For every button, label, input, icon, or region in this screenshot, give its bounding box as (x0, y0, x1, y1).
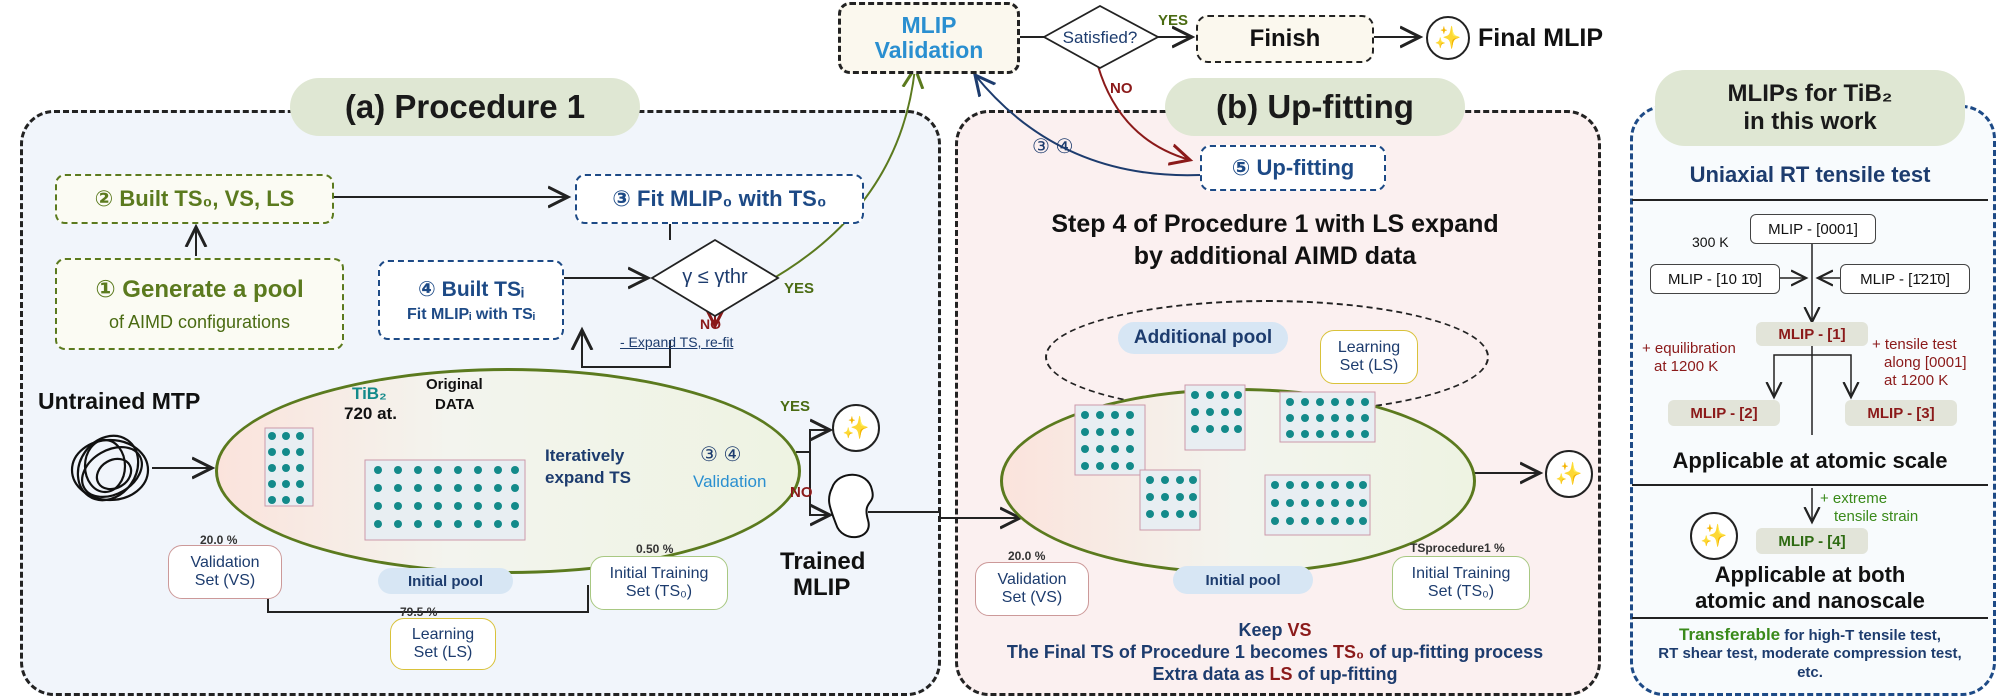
mlip-2-box: MLIP - [2] (1668, 400, 1780, 426)
extra-data-line: Extra data as LS of up-fitting (1152, 664, 1398, 684)
initial-pool-pill-b: Initial pool (1173, 566, 1313, 594)
sparkle-icon: ✨ (1545, 450, 1593, 498)
yes-label-a2: YES (780, 398, 811, 415)
mlip-0001-box: MLIP - [0001] (1750, 214, 1876, 244)
step3-label: ③ Fit MLIP₀ with TS₀ (612, 186, 827, 211)
extreme-label-2: tensile strain (1834, 508, 1919, 525)
panel-c-title: MLIPs for TiB₂ in this work (1655, 70, 1965, 146)
step4-label-1: ④ Built TSᵢ (418, 277, 524, 301)
iteratively-label-2: expand TS (545, 468, 631, 487)
iteratively-label-1: Iteratively (545, 446, 625, 465)
vs-pct-a: 20.0 % (200, 533, 238, 547)
atomic-scale-label: Applicable at atomic scale (1672, 448, 1948, 473)
tib2-label: TiB₂ (352, 384, 387, 403)
tensile-label-2: along [0001] (1884, 354, 1967, 371)
finish-label: Finish (1249, 25, 1321, 52)
validation-label-a: Validation (693, 472, 767, 491)
initial-pool-pill-a: Initial pool (378, 568, 513, 594)
no-label-a2: NO (790, 484, 813, 501)
atoms-label: 720 at. (344, 404, 397, 423)
step1-box: ① Generate a pool of AIMD configurations (55, 258, 344, 350)
panel-b-title: (b) Up-fitting (1165, 78, 1465, 136)
extreme-label-1: + extreme (1820, 490, 1888, 507)
ts-set-a: Initial Training Set (TS₀) (590, 556, 728, 610)
gamma-label: γ ≤ γthr (682, 266, 748, 288)
mlip-validation-box: MLIP Validation (838, 2, 1020, 74)
original-data-label-2: DATA (435, 396, 475, 413)
ts-set-b: Initial Training Set (TS₀) (1392, 556, 1530, 610)
vs-set-a: Validation Set (VS) (168, 545, 282, 599)
finish-box: Finish (1196, 15, 1374, 63)
tensile-label-1: + tensile test (1872, 336, 1957, 353)
step1-label-1: ① Generate a pool (95, 276, 304, 303)
trained-label-2: MLIP (793, 574, 851, 601)
mlip-validation-label-2: Validation (874, 37, 984, 63)
equil-label-1: + equilibration (1642, 340, 1736, 357)
sparkle-icon: ✨ (1690, 512, 1738, 560)
rt-tensile-heading: Uniaxial RT tensile test (1689, 162, 1931, 187)
ts-pct-b: TSprocedure1 % (1410, 541, 1505, 555)
vs-pct-b: 20.0 % (1008, 549, 1046, 563)
step4-label-2: Fit MLIPᵢ with TSᵢ (406, 305, 536, 323)
mlip-1210-box: MLIP - [1̄21̄0] (1840, 264, 1970, 294)
trained-label-1: Trained (780, 548, 866, 575)
satisfied-label: Satisfied? (1062, 28, 1138, 47)
untrained-mtp-label: Untrained MTP (38, 388, 201, 414)
no-label-gamma: NO (700, 316, 721, 332)
mlip-4-box: MLIP - [4] (1756, 528, 1868, 554)
equil-label-2: at 1200 K (1654, 358, 1719, 375)
additional-pool-pill: Additional pool (1118, 322, 1288, 354)
panel-b-heading-1: Step 4 of Procedure 1 with LS expand (1051, 210, 1499, 238)
step4-box: ④ Built TSᵢ Fit MLIPᵢ with TSᵢ (378, 260, 564, 340)
vs-set-b: Validation Set (VS) (975, 562, 1089, 616)
expand-ts-label: - Expand TS, re-fit (620, 334, 734, 350)
final-mlip-label: Final MLIP (1478, 24, 1603, 52)
both-scale-label-1: Applicable at both (1714, 562, 1906, 587)
ls-set-b: Learning Set (LS) (1320, 330, 1418, 384)
original-data-label-1: Original (426, 376, 483, 393)
yes-label-gamma: YES (784, 280, 815, 297)
panel-b-heading-2: by additional AIMD data (1133, 242, 1417, 270)
step3-box: ③ Fit MLIP₀ with TS₀ (575, 174, 864, 224)
step2-box: ② Built TS₀, VS, LS (55, 174, 334, 224)
no-label-top: NO (1110, 80, 1133, 97)
ts-pct-a: 0.50 % (636, 542, 674, 556)
sparkle-icon: ✨ (1426, 16, 1470, 60)
yes-label-top: YES (1158, 12, 1189, 29)
steps34-b: ③ ④ (1032, 136, 1074, 158)
ls-pct-a: 79.5 % (400, 605, 438, 619)
final-ts-line: The Final TS of Procedure 1 becomes TS₀ … (1006, 642, 1544, 662)
mlip-1010-box: MLIP - [10 1̄0] (1650, 264, 1780, 294)
mlip-1-box: MLIP - [1] (1756, 322, 1868, 346)
sparkle-icon: ✨ (832, 404, 880, 452)
both-scale-label-2: atomic and nanoscale (1695, 588, 1925, 613)
mlip-3-box: MLIP - [3] (1845, 400, 1957, 426)
tensile-label-3: at 1200 K (1884, 372, 1949, 389)
ls-set-a: Learning Set (LS) (390, 618, 496, 670)
transferable-line-2: RT shear test, moderate compression test… (1658, 645, 1962, 662)
mlip-validation-label-1: MLIP (901, 12, 957, 38)
validation-steps-a: ③ ④ (700, 444, 742, 466)
upfitting-label: ⑤ Up-fitting (1231, 155, 1355, 180)
panel-a-title: (a) Procedure 1 (290, 78, 640, 136)
temp-label: 300 K (1692, 234, 1729, 250)
transferable-line-3: etc. (1797, 664, 1823, 681)
transferable-line-1: Transferable for high-T tensile test, (1679, 625, 1941, 644)
step1-label-2: of AIMD configurations (108, 312, 291, 332)
upfitting-box: ⑤ Up-fitting (1200, 145, 1386, 191)
keep-line: Keep VS (1238, 620, 1312, 640)
step2-label: ② Built TS₀, VS, LS (94, 186, 295, 211)
